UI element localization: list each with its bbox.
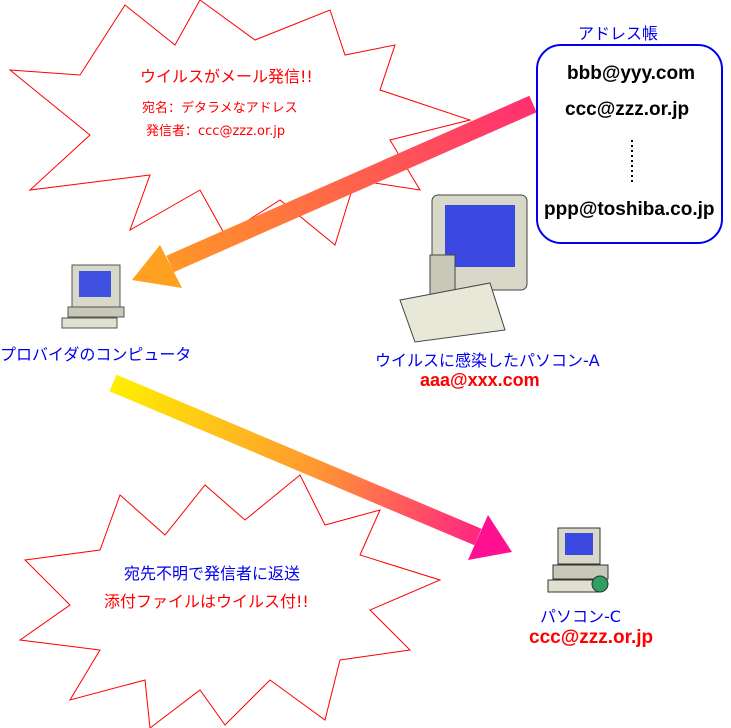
address-entry: bbb@yyy.com bbox=[567, 63, 695, 84]
pc-c-email: ccc@zzz.or.jp bbox=[529, 627, 654, 648]
burst-bottom-line1: 宛先不明で発信者に返送 bbox=[124, 564, 301, 583]
address-book-box bbox=[536, 44, 723, 244]
pc-a-computer-icon bbox=[399, 194, 528, 343]
arrowhead-provider bbox=[132, 245, 182, 288]
pc-c-label: パソコン-C bbox=[540, 607, 621, 626]
pc-c-computer-icon bbox=[547, 527, 609, 593]
address-book-title: アドレス帳 bbox=[578, 24, 659, 43]
provider-label: プロバイダのコンピュータ bbox=[0, 345, 192, 364]
burst-top-from-line: 発信者：ccc@zzz.or.jp bbox=[146, 124, 286, 139]
address-entry: ppp@toshiba.co.jp bbox=[544, 199, 715, 220]
burst-bottom bbox=[18, 474, 442, 728]
arrow-a-to-provider bbox=[166, 95, 537, 273]
burst-top-to-line: 宛名：デタラメなアドレス bbox=[142, 101, 298, 116]
burst-top-title: ウイルスがメール発信!! bbox=[140, 67, 313, 86]
pc-a-email: aaa@xxx.com bbox=[420, 370, 540, 390]
arrow-provider-to-c bbox=[109, 374, 482, 546]
burst-bottom-line2: 添付ファイルはウイルス付!! bbox=[104, 592, 309, 611]
pc-a-label: ウイルスに感染したパソコン-A bbox=[375, 351, 600, 370]
arrowhead-c bbox=[468, 515, 512, 560]
address-entry: ccc@zzz.or.jp bbox=[565, 99, 690, 120]
provider-computer-icon bbox=[61, 264, 125, 329]
